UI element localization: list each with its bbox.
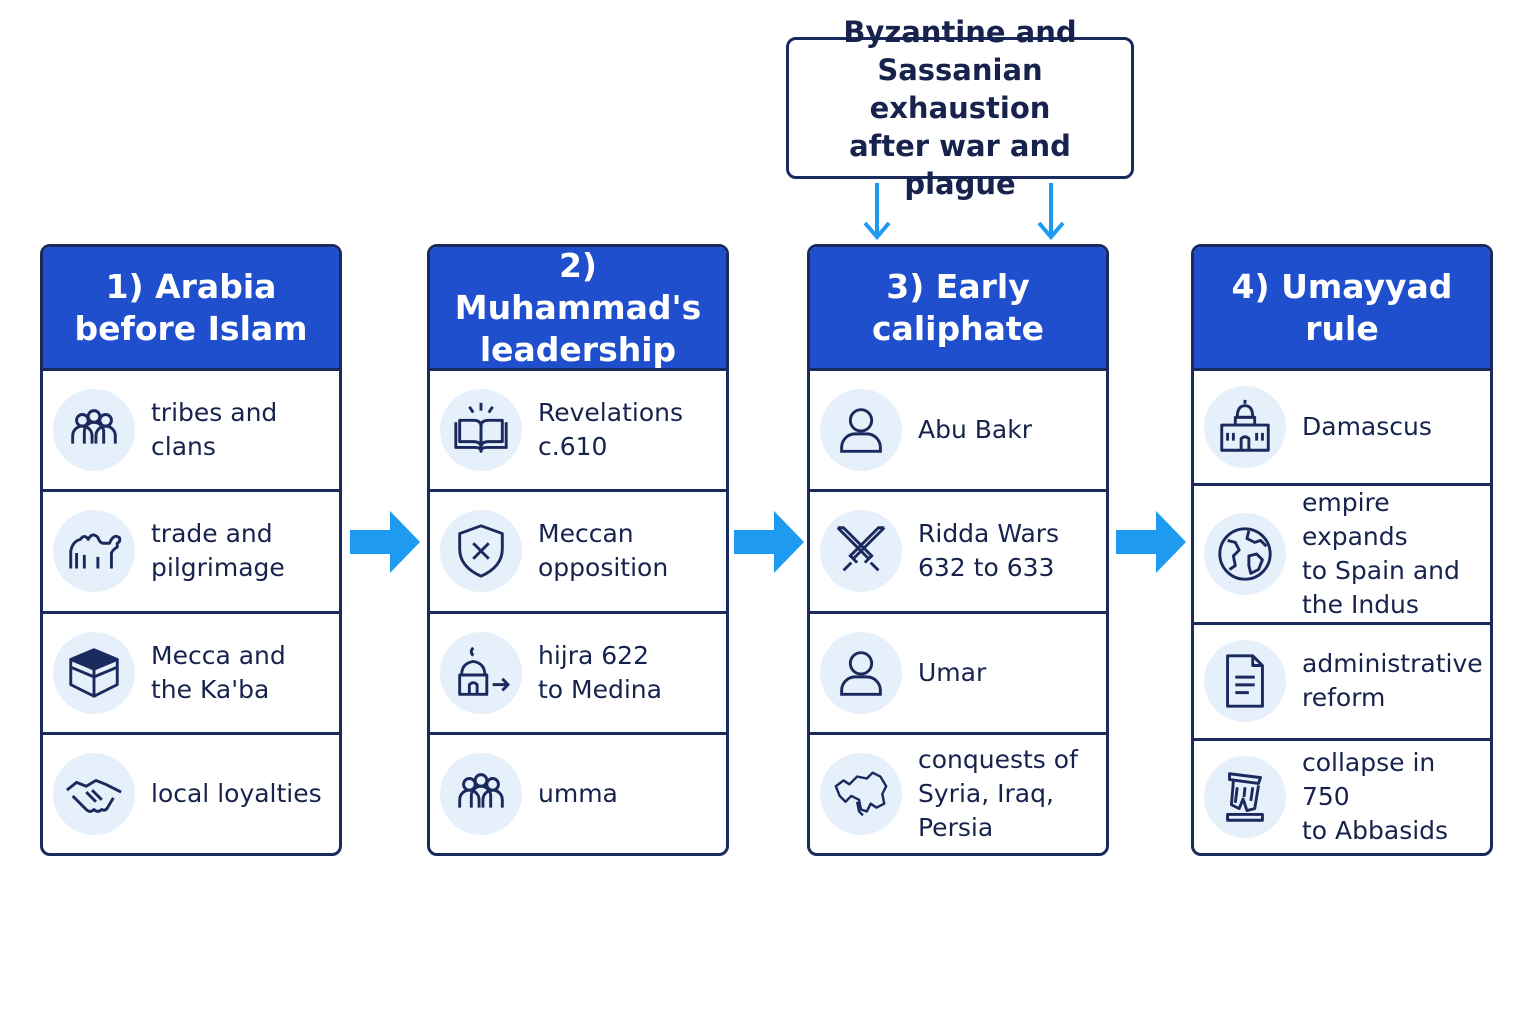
list-item: Ridda Wars 632 to 633: [810, 492, 1106, 614]
list-item: conquests of Syria, Iraq, Persia: [810, 735, 1106, 853]
shield-icon: [440, 510, 522, 593]
row-label: tribes and clans: [151, 398, 278, 462]
person-icon: [820, 389, 902, 472]
column-title: 4) Umayyad rule: [1194, 247, 1490, 371]
column-title: 3) Early caliphate: [810, 247, 1106, 371]
row-label: empire expands to Spain and the Indus: [1302, 488, 1460, 620]
column-arabia-before-islam: 1) Arabia before Islam tribes and clans …: [40, 244, 342, 856]
row-label: Revelations c.610: [538, 398, 683, 462]
flow-arrow-1-to-2: [350, 511, 420, 573]
list-item: collapse in 750 to Abbasids: [1194, 741, 1490, 853]
list-item: trade and pilgrimage: [43, 492, 339, 614]
row-label: conquests of Syria, Iraq, Persia: [918, 744, 1078, 842]
down-arrow-left: [863, 183, 891, 241]
row-label: Umar: [918, 657, 987, 687]
flow-arrow-2-to-3: [734, 511, 804, 573]
list-item: Abu Bakr: [810, 371, 1106, 493]
row-label: Mecca and the Ka'ba: [151, 640, 286, 704]
crossed-swords-icon: [820, 510, 902, 593]
people-group-icon: [53, 389, 135, 472]
map-region-icon: [820, 752, 902, 835]
column-umayyad-rule: 4) Umayyad rule Damascus empire expands: [1191, 244, 1493, 856]
camel-icon: [53, 510, 135, 593]
column-early-caliphate: 3) Early caliphate Abu Bakr Ridda Wars 6…: [807, 244, 1109, 856]
list-item: umma: [430, 735, 726, 853]
list-item: tribes and clans: [43, 371, 339, 493]
row-label: Abu Bakr: [918, 415, 1032, 445]
row-label: hijra 622 to Medina: [538, 640, 662, 704]
row-label: trade and pilgrimage: [151, 519, 285, 583]
row-label: umma: [538, 778, 618, 808]
row-label: Damascus: [1302, 412, 1432, 442]
column-title: 1) Arabia before Islam: [43, 247, 339, 371]
column-title: 2) Muhammad's leadership: [430, 247, 726, 371]
handshake-icon: [53, 752, 135, 835]
broken-column-icon: [1204, 755, 1286, 838]
row-label: Meccan opposition: [538, 519, 669, 583]
list-item: administrative reform: [1194, 625, 1490, 741]
mosque-arrow-icon: [440, 631, 522, 714]
list-item: Umar: [810, 614, 1106, 735]
list-item: Damascus: [1194, 371, 1490, 487]
row-label: local loyalties: [151, 778, 322, 808]
list-item: empire expands to Spain and the Indus: [1194, 486, 1490, 626]
column-muhammads-leadership: 2) Muhammad's leadership Revelations c.6…: [427, 244, 729, 856]
list-item: Mecca and the Ka'ba: [43, 614, 339, 735]
row-label: Ridda Wars 632 to 633: [918, 519, 1060, 583]
kaaba-icon: [53, 631, 135, 714]
list-item: local loyalties: [43, 735, 339, 853]
open-book-icon: [440, 389, 522, 472]
row-label: administrative reform: [1302, 649, 1483, 713]
domed-building-icon: [1204, 386, 1286, 469]
globe-icon: [1204, 513, 1286, 596]
list-item: hijra 622 to Medina: [430, 614, 726, 735]
flow-arrow-3-to-4: [1116, 511, 1186, 573]
people-group-icon: [440, 752, 522, 835]
row-label: collapse in 750 to Abbasids: [1302, 747, 1449, 845]
list-item: Meccan opposition: [430, 492, 726, 614]
document-icon: [1204, 640, 1286, 723]
exhaustion-note-box: Byzantine and Sassanian exhaustion after…: [786, 15, 1134, 201]
down-arrow-right: [1037, 183, 1065, 241]
person-icon: [820, 631, 902, 714]
exhaustion-note-text: Byzantine and Sassanian exhaustion after…: [843, 15, 1077, 201]
list-item: Revelations c.610: [430, 371, 726, 493]
